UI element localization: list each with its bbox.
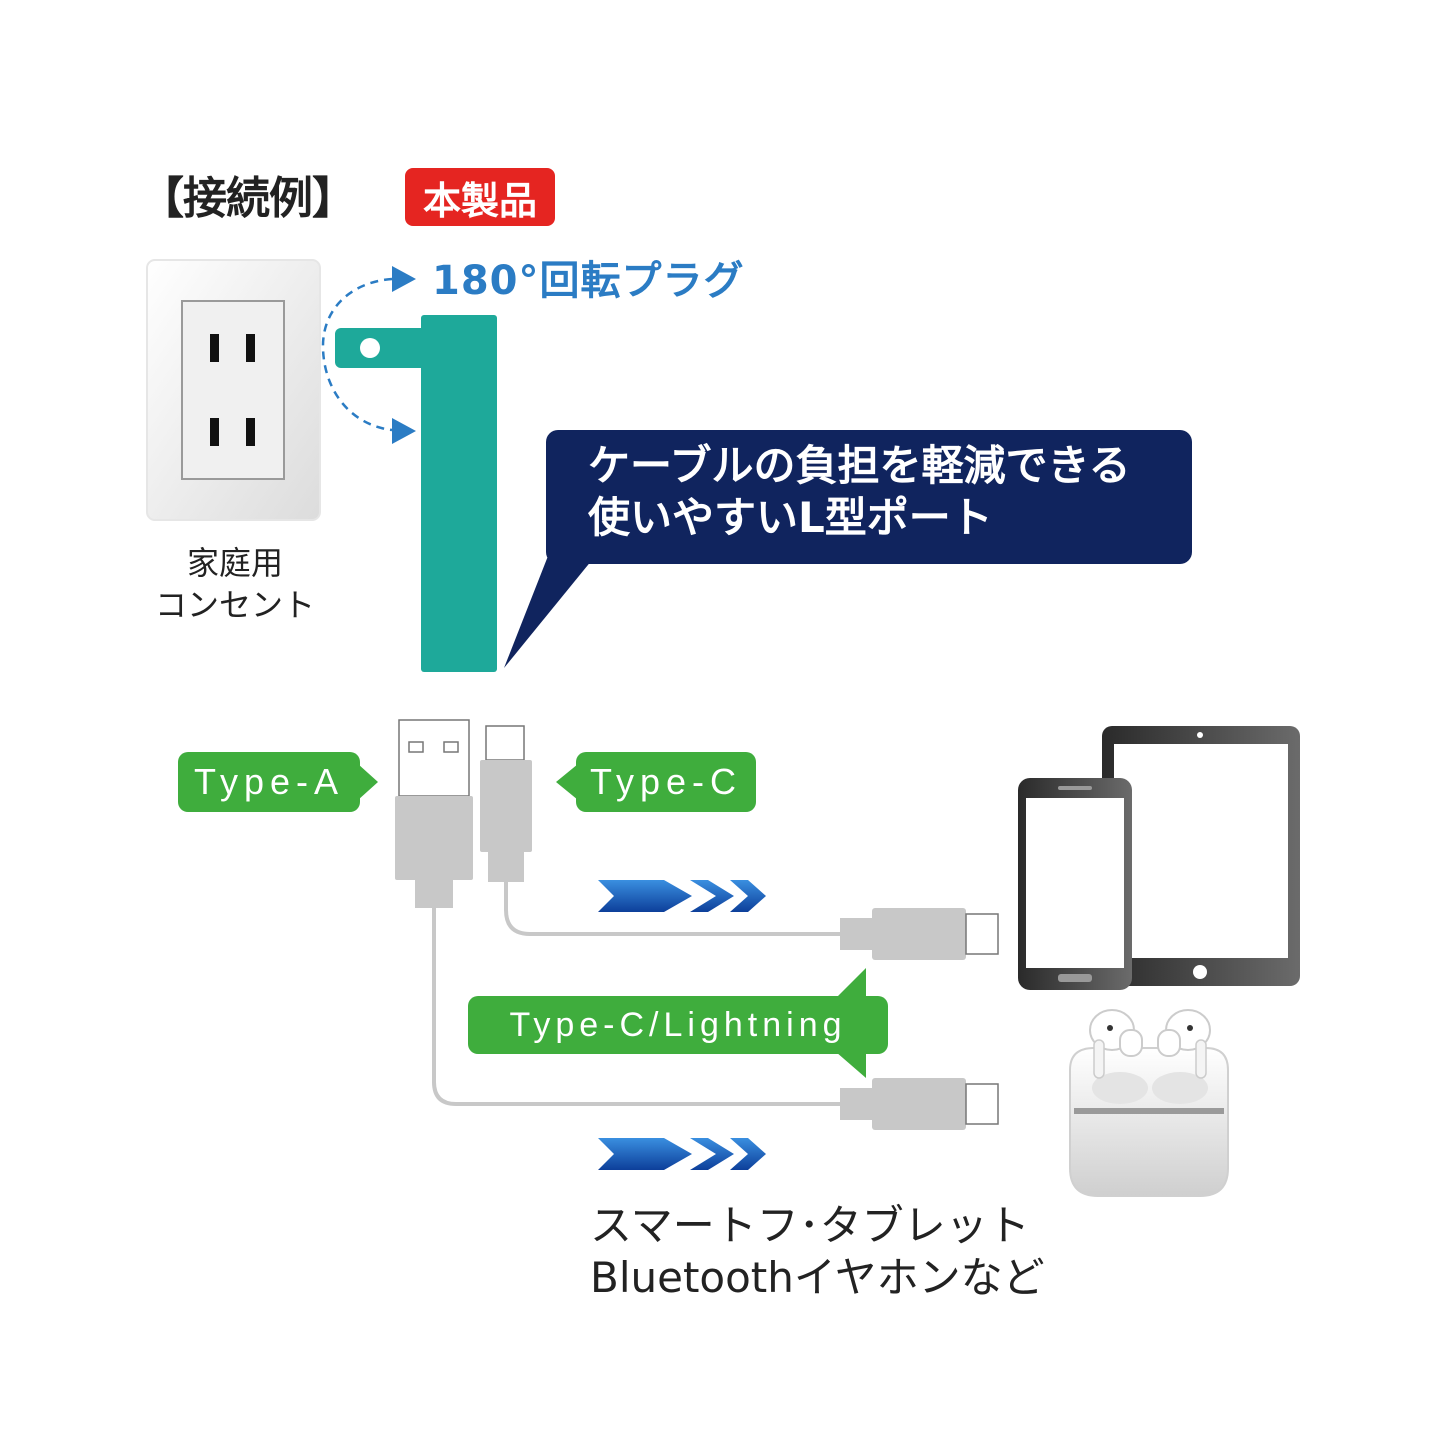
cable-end-connector-bottom <box>840 1078 999 1130</box>
product-badge: 本製品 <box>405 168 555 226</box>
smartphone-icon <box>1018 778 1132 990</box>
speech-bubble-line: 使いやすいL型ポート <box>588 493 993 542</box>
speech-bubble-line: ケーブルの負担を軽減できる <box>588 441 1131 490</box>
wall-outlet-icon <box>146 259 321 521</box>
device-caption-line: スマートフ･タブレット <box>590 1201 1030 1250</box>
cable-end-connector-top <box>840 908 999 960</box>
earbuds-icon <box>1069 1009 1229 1197</box>
outlet-label: 家庭用 コンセント <box>140 542 330 626</box>
tag-pointer <box>836 968 866 998</box>
page-title: 【接続例】 <box>140 173 356 224</box>
rotating-plug-label: 180°回転プラグ <box>432 258 745 304</box>
tag-pointer <box>358 764 378 800</box>
type-c-tag: Type-C <box>576 752 756 812</box>
outlet-label-line: コンセント <box>154 586 315 624</box>
tag-pointer <box>556 764 578 800</box>
chevron-arrow-icon <box>598 880 766 912</box>
cables <box>432 882 842 1106</box>
type-a-tag: Type-A <box>178 752 360 812</box>
usb-c-connector-icon <box>480 725 532 882</box>
usb-a-connector-icon <box>395 719 473 908</box>
chevron-arrow-icon <box>598 1138 766 1170</box>
tag-pointer <box>836 1052 866 1078</box>
device-caption: スマートフ･タブレット Bluetoothイヤホンなど <box>590 1200 1045 1304</box>
speech-bubble <box>504 430 1192 668</box>
outlet-label-line: 家庭用 <box>186 544 283 582</box>
rotation-arrow-icon <box>321 266 416 444</box>
type-c-lightning-tag: Type-C/Lightning <box>468 996 888 1054</box>
tablet-icon <box>1102 726 1300 986</box>
charger-product-icon <box>335 315 497 672</box>
device-caption-line: Bluetoothイヤホンなど <box>590 1253 1045 1302</box>
speech-bubble-text: ケーブルの負担を軽減できる 使いやすいL型ポート <box>588 440 1178 544</box>
